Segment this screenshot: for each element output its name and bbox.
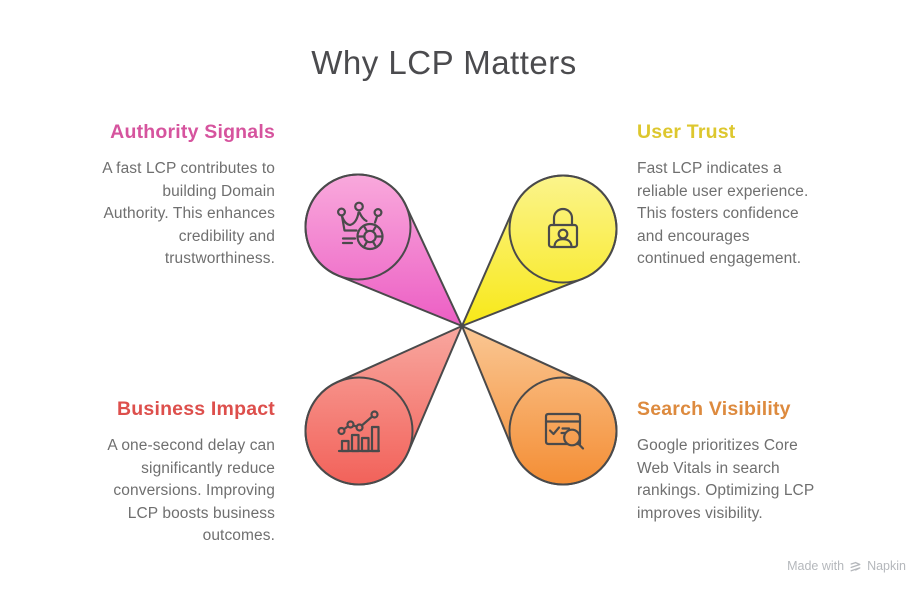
napkin-watermark[interactable]: Made with Napkin (787, 559, 906, 573)
business-impact-heading: Business Impact (117, 398, 275, 420)
section-user-trust: User Trust Fast LCP indicates a reliable… (637, 121, 842, 270)
petal-circle-trust (508, 174, 618, 284)
section-business-impact: Business Impact A one-second delay can s… (60, 398, 275, 547)
petal-circle-authority (304, 173, 412, 281)
petal-business (304, 325, 463, 486)
petal-circle-search (508, 376, 618, 486)
watermark-prefix: Made with (787, 559, 845, 573)
search-visibility-heading: Search Visibility (637, 398, 791, 420)
section-authority-signals: Authority Signals A fast LCP contributes… (60, 121, 275, 270)
search-visibility-description: Google prioritizes Core Web Vitals in se… (637, 437, 815, 522)
authority-signals-heading: Authority Signals (110, 121, 275, 143)
authority-signals-description: A fast LCP contributes to building Domai… (102, 160, 275, 268)
petal-search (461, 325, 618, 486)
page-title: Why LCP Matters (311, 44, 577, 81)
watermark-brand: Napkin (867, 559, 906, 573)
petal-circle-business (304, 376, 414, 486)
user-trust-heading: User Trust (637, 121, 736, 143)
petal-trust (461, 174, 618, 327)
petal-authority (304, 173, 463, 327)
napkin-logo-icon (850, 561, 861, 571)
user-trust-description: Fast LCP indicates a reliable user exper… (637, 160, 809, 268)
business-impact-description: A one-second delay can significantly red… (107, 437, 275, 545)
section-search-visibility: Search Visibility Google prioritizes Cor… (637, 398, 842, 525)
